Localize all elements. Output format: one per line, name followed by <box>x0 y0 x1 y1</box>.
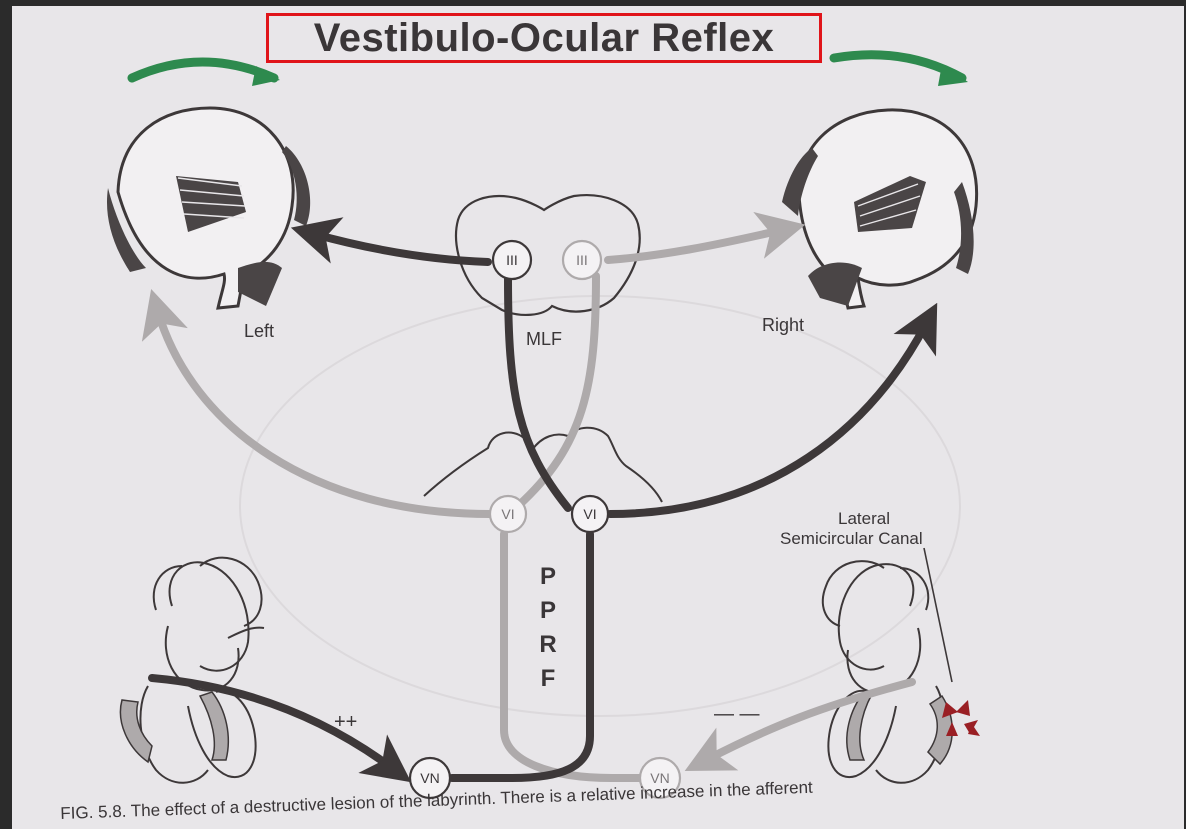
right-eye-label: Right <box>762 315 804 335</box>
pathway-iii-to-right-eye <box>608 230 782 260</box>
left-canal-shading <box>200 692 228 760</box>
left-canal-shading <box>120 700 152 762</box>
nucleus-iii-right-label: III <box>576 252 588 268</box>
pprf-dark-pathway <box>452 534 590 778</box>
figure-page: III III VI VI VN VN Left Right MLF Later… <box>12 6 1184 829</box>
lateral-canal-label-line1: Lateral <box>838 509 890 528</box>
page-title: Vestibulo-Ocular Reflex <box>266 13 822 63</box>
pathway-vi-to-right-eye <box>610 324 926 514</box>
vor-diagram: III III VI VI VN VN Left Right MLF Later… <box>12 6 1184 829</box>
nucleus-vn-left-label: VN <box>420 770 439 786</box>
eyeball-icon <box>107 108 310 308</box>
mlf-dark-pathway <box>508 278 568 508</box>
nucleus-vi-left-label: VI <box>501 506 514 522</box>
pprf-letter: P <box>540 563 556 590</box>
pprf-letter: F <box>541 665 556 692</box>
nucleus-iii-left-label: III <box>506 252 518 268</box>
pathway-iii-to-left-eye <box>314 234 488 262</box>
nucleus-vi-right-label: VI <box>583 506 596 522</box>
pathway-vi-to-left-eye <box>158 312 490 514</box>
mlf-label: MLF <box>526 329 562 349</box>
inner-ear-icon <box>140 558 264 783</box>
pprf-letter: R <box>539 631 556 658</box>
eyeball-icon <box>782 110 977 308</box>
pprf-letter: P <box>540 597 556 624</box>
inhibition-label: — — <box>714 703 760 725</box>
pprf-light-pathway <box>504 534 648 778</box>
lateral-canal-label-line2: Semicircular Canal <box>780 529 923 548</box>
head-turn-arrow-icon <box>132 62 274 78</box>
left-eye-label: Left <box>244 321 274 341</box>
excitation-label: ++ <box>334 711 357 733</box>
canal-pointer-line <box>924 548 952 682</box>
